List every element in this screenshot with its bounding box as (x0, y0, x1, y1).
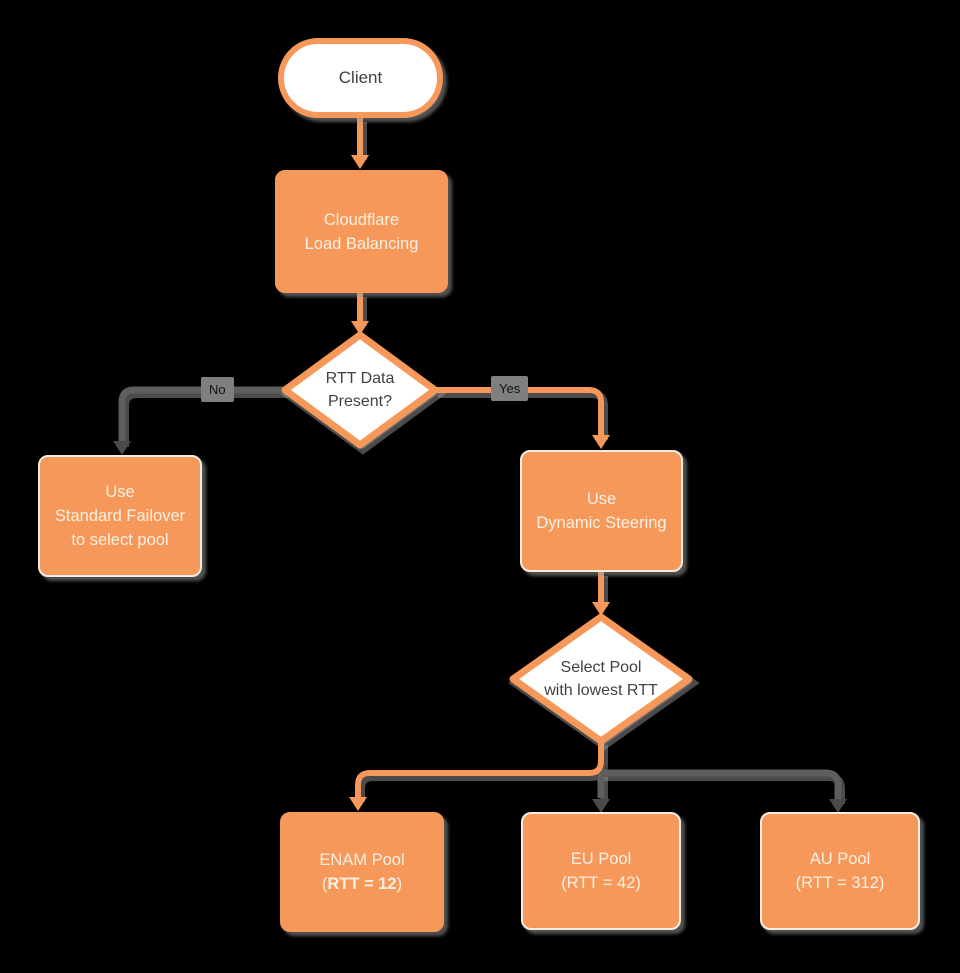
client-node: Client (278, 38, 443, 118)
au-pool-line2: (RTT = 312) (795, 874, 885, 892)
pool-decision-label: Select Pool with lowest RTT (516, 656, 686, 702)
enam-pool-line2: (RTT = 12) (322, 872, 402, 896)
rtt-decision-line2: Present? (327, 393, 393, 410)
pool-decision-line1: Select Pool (560, 659, 642, 676)
edge-pool-to-enam (355, 741, 604, 798)
edge-pool-to-au (601, 769, 842, 800)
standard-failover-line1: Use (105, 483, 135, 501)
edge-label-no: No (201, 377, 234, 402)
enam-pool-line1: ENAM Pool (319, 851, 405, 869)
rtt-decision-line1: RTT Data (325, 370, 395, 387)
orange-arrowheads (349, 155, 610, 811)
arrowhead-to-pool-decision (592, 602, 610, 616)
connector-shadows (121, 122, 845, 804)
enam-rtt-prefix: ( (321, 875, 328, 893)
au-pool-line1: AU Pool (809, 850, 871, 868)
arrowhead-to-failover (113, 441, 131, 455)
enam-rtt-value: RTT = 12 (327, 875, 397, 893)
dynamic-steering-line2: Dynamic Steering (536, 514, 667, 532)
load-balancer-label-line2: Load Balancing (304, 234, 419, 253)
enam-pool-node: ENAM Pool (RTT = 12) (280, 812, 444, 932)
gray-arrowheads (113, 441, 847, 813)
eu-pool-node: EU Pool (RTT = 42) (521, 812, 681, 930)
load-balancer-label-line1: Cloudflare (323, 210, 400, 229)
gray-connectors (118, 386, 842, 800)
dynamic-steering-line1: Use (586, 490, 617, 508)
orange-connectors (355, 118, 604, 798)
standard-failover-line2: Standard Failover (54, 507, 186, 525)
client-label: Client (338, 68, 383, 87)
arrowhead-to-eu-pool (592, 799, 610, 813)
rtt-decision-diamond (281, 331, 439, 449)
dynamic-steering-node: Use Dynamic Steering (520, 450, 683, 572)
edge-rtt-no-to-failover (118, 386, 285, 443)
arrowhead-to-enam-pool (349, 797, 367, 811)
rtt-decision-label: RTT Data Present? (275, 367, 445, 413)
arrowhead-to-rtt-decision (351, 321, 369, 335)
arrowhead-to-steering (592, 435, 610, 449)
load-balancer-node: Cloudflare Load Balancing (275, 170, 448, 293)
au-pool-node: AU Pool (RTT = 312) (760, 812, 920, 930)
standard-failover-node: Use Standard Failover to select pool (38, 455, 202, 577)
enam-rtt-suffix: ) (396, 875, 403, 893)
edge-label-yes: Yes (491, 376, 529, 401)
arrowhead-to-lb (351, 155, 369, 169)
eu-pool-line1: EU Pool (570, 850, 632, 868)
pool-decision-diamond (509, 613, 693, 745)
standard-failover-line3: to select pool (71, 531, 169, 549)
pool-decision-line2: with lowest RTT (544, 682, 658, 699)
edge-rtt-yes-to-steering (435, 387, 604, 436)
eu-pool-line2: (RTT = 42) (561, 874, 641, 892)
arrowhead-to-au-pool (829, 799, 847, 813)
